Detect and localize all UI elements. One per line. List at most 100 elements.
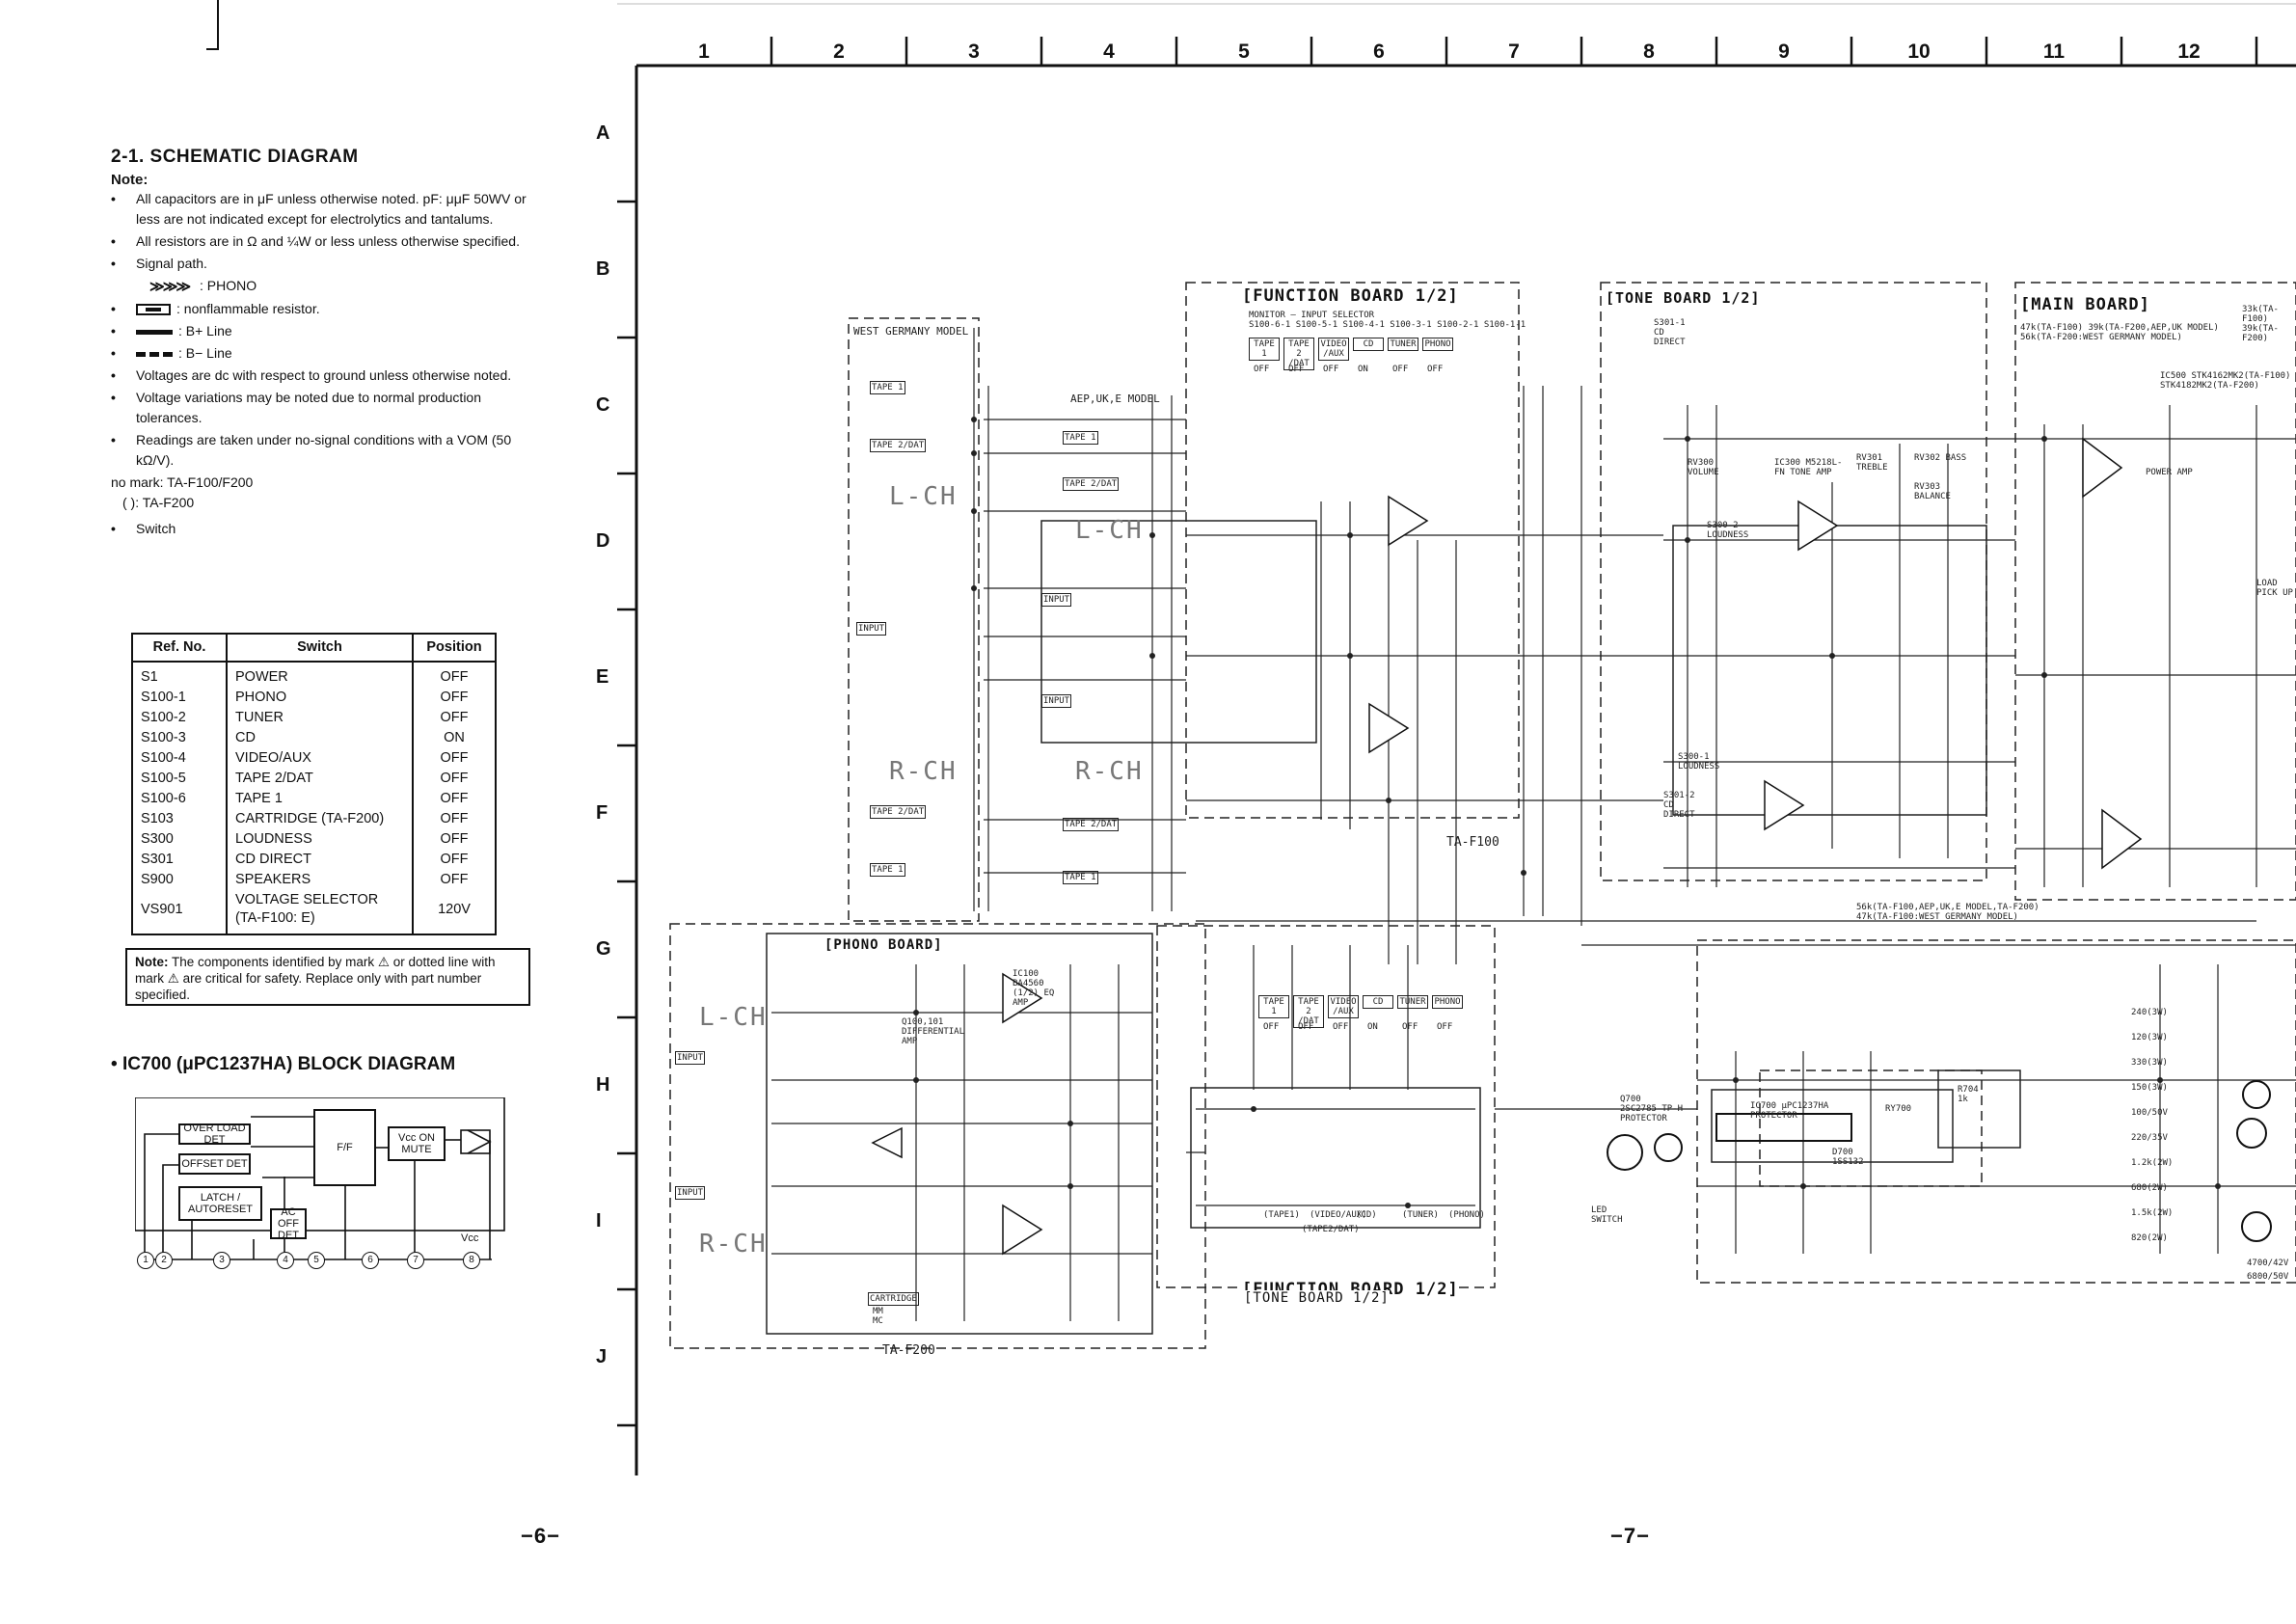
tape2dat-tag: TAPE 2/DAT xyxy=(870,805,927,819)
rv300-label: RV300 VOLUME xyxy=(1688,458,1719,477)
table-header: Position xyxy=(412,635,495,663)
position-cell: OFF xyxy=(412,850,495,870)
ref-cell: S1 xyxy=(141,669,158,685)
row-label: B xyxy=(596,257,610,280)
bottom-selector-label: (TUNER) xyxy=(1402,1210,1439,1220)
tone-board-bottom-label: [TONE BOARD 1/2] xyxy=(1244,1290,1390,1306)
selector-button-label: TUNER xyxy=(1388,338,1418,351)
note-item: •Signal path. xyxy=(111,256,207,271)
ref-cell: VS901 xyxy=(141,901,183,917)
selector-button-label: TAPE 1 xyxy=(1249,338,1280,361)
component-value: 680(2W) xyxy=(2131,1183,2168,1193)
column-label: 9 xyxy=(1778,41,1790,63)
selector-button-label: TAPE 2 /DAT xyxy=(1293,995,1324,1028)
latch-autoreset-box: LATCH / AUTORESET xyxy=(178,1186,262,1221)
rv301-label: RV301 TREBLE xyxy=(1856,453,1888,473)
selector-button-label: VIDEO /AUX xyxy=(1318,338,1349,361)
pin-label: 2 xyxy=(155,1252,173,1269)
ic700-label: IC700 μPC1237HA PROTECTOR xyxy=(1750,1101,1829,1121)
column-label: 2 xyxy=(833,41,845,63)
position-cell: OFF xyxy=(412,748,495,769)
legend-resistor: •: nonflammable resistor. xyxy=(111,300,320,316)
row-label: I xyxy=(596,1209,602,1232)
bottom-selector-label: (TAPE1) xyxy=(1263,1210,1300,1220)
position-cell: ON xyxy=(412,728,495,748)
selector-button-label: PHONO xyxy=(1422,338,1453,351)
tape2dat-tag: TAPE 2/DAT xyxy=(870,439,927,452)
component-value: 1.5k(2W) xyxy=(2131,1208,2174,1218)
note-item: •All resistors are in Ω and ¼W or less u… xyxy=(111,233,520,249)
row-label: F xyxy=(596,801,608,824)
column-label: 12 xyxy=(2177,41,2201,63)
page-number-right: −7− xyxy=(1610,1524,1650,1548)
ta-f200-label: TA-F200 xyxy=(882,1343,935,1358)
switch-state-label: OFF xyxy=(1333,1022,1349,1032)
switch-cell: LOUDNESS xyxy=(226,829,413,850)
column-label: 5 xyxy=(1238,41,1250,63)
row-label: C xyxy=(596,393,610,416)
selector-button-label: VIDEO /AUX xyxy=(1328,995,1359,1018)
table-header: Switch xyxy=(226,635,413,663)
value-note-2: 47k(TA-F100:WEST GERMANY MODEL) xyxy=(1856,912,2018,922)
switch-state-label: OFF xyxy=(1254,365,1270,374)
vcc-on-mute-box: Vcc ON MUTE xyxy=(388,1126,446,1161)
row-label: A xyxy=(596,122,610,144)
column-label: 8 xyxy=(1643,41,1655,63)
pin-label: 7 xyxy=(407,1252,424,1269)
corner-mark-tick xyxy=(206,48,219,50)
pin-label: 1 xyxy=(137,1252,154,1269)
position-cell: OFF xyxy=(412,870,495,890)
tape2dat-tag: TAPE 2/DAT xyxy=(1063,818,1120,831)
r-ch-label-phono: R-CH xyxy=(699,1230,768,1259)
monitor-label: MONITOR — INPUT SELECTOR xyxy=(1249,311,1375,320)
switch-state-label: OFF xyxy=(1427,365,1444,374)
r-ch-label-top: R-CH xyxy=(889,757,958,786)
rv302-label: RV302 BASS xyxy=(1914,453,1967,463)
ac-off-det-box: AC OFF DET xyxy=(270,1206,307,1241)
position-cell: OFF xyxy=(412,688,495,708)
r-ch-label-mid: R-CH xyxy=(1075,757,1144,786)
component-value: 6800/50V xyxy=(2247,1272,2289,1282)
ref-cell: S900 xyxy=(141,872,174,887)
column-label: 7 xyxy=(1508,41,1520,63)
l-ch-label-top: L-CH xyxy=(889,482,958,511)
switch-state-label: OFF xyxy=(1392,365,1409,374)
main-note-2: 33k(TA-F100) 39k(TA-F200) xyxy=(2242,305,2279,343)
ref-cell: S103 xyxy=(141,811,174,826)
selector-button-label: CD xyxy=(1353,338,1384,351)
note-heading: Note: xyxy=(111,172,149,188)
load-pickup-label: LOAD PICK UP xyxy=(2256,579,2293,598)
selector-button-label: TAPE 2 /DAT xyxy=(1283,338,1314,370)
paren-mark-note: ( ): TA-F200 xyxy=(122,494,195,510)
mm-mc-label: MM MC xyxy=(873,1307,883,1326)
switch-cell: POWER xyxy=(226,662,413,688)
ref-cell: S300 xyxy=(141,831,174,847)
row-label: E xyxy=(596,665,609,688)
input-tag: INPUT xyxy=(1041,694,1072,708)
component-value: 220/35V xyxy=(2131,1133,2168,1143)
component-value: 4700/42V xyxy=(2247,1259,2289,1268)
section-title: 2-1. SCHEMATIC DIAGRAM xyxy=(111,147,359,167)
power-amp-label: POWER AMP xyxy=(2146,468,2193,477)
row-label: D xyxy=(596,529,610,552)
switch-cell: TAPE 2/DAT xyxy=(226,769,413,789)
d700-label: D700 1SS132 xyxy=(1832,1148,1864,1167)
ref-cell: S100-2 xyxy=(141,710,186,725)
column-label: 10 xyxy=(1907,41,1931,63)
column-label: 11 xyxy=(2042,41,2066,63)
phono-board-label: [PHONO BOARD] xyxy=(824,937,943,953)
ref-cell: S100-5 xyxy=(141,771,186,786)
tape1-tag: TAPE 1 xyxy=(870,863,905,877)
safety-note: Note: The components identified by mark … xyxy=(125,948,530,1006)
position-cell: OFF xyxy=(412,769,495,789)
row-label: G xyxy=(596,937,611,960)
main-note-1: 47k(TA-F100) 39k(TA-F200,AEP,UK MODEL) 5… xyxy=(2020,323,2219,342)
note-item: •Voltages are dc with respect to ground … xyxy=(111,366,512,383)
selector-button-label: CD xyxy=(1363,995,1393,1009)
